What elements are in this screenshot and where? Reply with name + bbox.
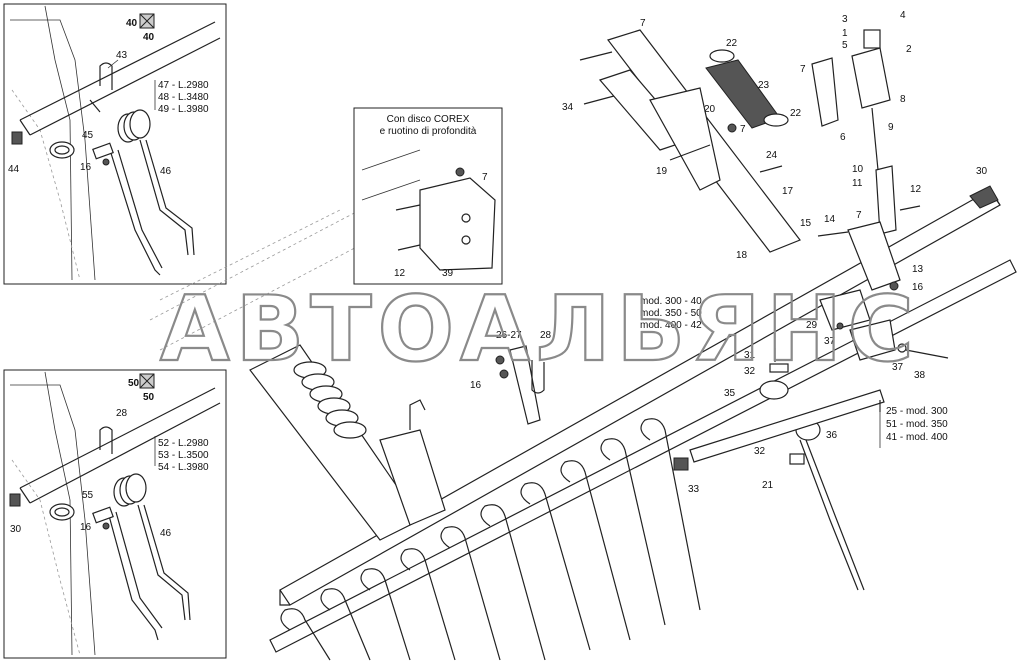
svg-text:40: 40 [126, 18, 138, 29]
callout-46: 46 [160, 528, 172, 539]
inset-box-corex: Con disco COREX e ruotino di profondità … [353, 107, 503, 285]
mod-list-item: 51 - mod. 350 [886, 419, 948, 430]
callout-32: 32 [754, 446, 766, 457]
callout-28: 28 [540, 330, 552, 341]
callout-9: 9 [888, 122, 894, 133]
callout-13: 13 [912, 264, 924, 275]
callout-22: 22 [790, 108, 802, 119]
badge-50: 50 50 [128, 373, 155, 403]
callout-4: 4 [900, 10, 906, 21]
inset-caption-line2: e ruotino di profondità [380, 126, 477, 137]
spring-cover [705, 49, 789, 129]
callout-17: 17 [782, 186, 794, 197]
callout-39: 39 [442, 268, 454, 279]
callout-7: 7 [640, 18, 646, 29]
callout-7: 7 [856, 210, 862, 221]
callout-29: 29 [806, 320, 818, 331]
svg-text:40: 40 [143, 32, 155, 43]
pin-assembly: 3 4 1 5 2 7 8 6 9 10 11 12 7 15 14 13 16… [800, 10, 999, 293]
callout-15: 15 [800, 218, 812, 229]
callout-2: 2 [906, 44, 912, 55]
spring-coil-bottom [113, 473, 147, 507]
callout-26-27: 26-27 [496, 330, 522, 341]
mod-list-right: 25 - mod. 300 51 - mod. 350 41 - mod. 40… [879, 404, 948, 448]
detail-panel-bottom: 50 50 28 52 - L.2980 53 - L.3500 54 - L.… [3, 369, 227, 659]
callout-38: 38 [914, 370, 926, 381]
spring-coil-top [117, 109, 151, 143]
arm-assembly: 7 22 23 22 20 7 34 19 24 17 18 [562, 18, 802, 261]
callout-12: 12 [910, 184, 922, 195]
callout-12: 12 [394, 268, 406, 279]
mod-list-item: mod. 400 - 42 [640, 320, 702, 331]
callout-20: 20 [704, 104, 716, 115]
callout-32: 32 [744, 366, 756, 377]
callout-33: 33 [688, 484, 700, 495]
callout-16: 16 [80, 162, 92, 173]
callout-35: 35 [724, 388, 736, 399]
callout-7: 7 [482, 172, 488, 183]
middle-right-parts: mod. 300 - 40 mod. 350 - 50 mod. 400 - 4… [640, 289, 948, 591]
length-item: 47 - L.2980 [158, 80, 209, 91]
mod-list-item: mod. 350 - 50 [640, 308, 702, 319]
badge-40: 40 40 [126, 13, 155, 43]
callout-43: 43 [116, 50, 128, 61]
callout-21: 21 [762, 480, 774, 491]
callout-30: 30 [10, 524, 22, 535]
inset-caption-line1: Con disco COREX [387, 114, 470, 125]
callout-55: 55 [82, 490, 94, 501]
callout-8: 8 [900, 94, 906, 105]
callout-30: 30 [976, 166, 988, 177]
length-item: 48 - L.3480 [158, 92, 209, 103]
callout-11: 11 [852, 178, 863, 189]
callout-34: 34 [562, 102, 574, 113]
callout-3: 3 [842, 14, 848, 25]
mod-list-item: mod. 300 - 40 [640, 296, 702, 307]
length-item: 53 - L.3500 [158, 450, 209, 461]
callout-19: 19 [656, 166, 668, 177]
detail-panel-top: 40 40 43 47 - L.2980 48 - L.3480 49 - L.… [3, 3, 227, 285]
callout-7: 7 [800, 64, 806, 75]
callout-44: 44 [8, 164, 20, 175]
callout-23: 23 [758, 80, 770, 91]
callout-36: 36 [826, 430, 838, 441]
callout-28: 28 [116, 408, 128, 419]
callout-46: 46 [160, 166, 172, 177]
callout-18: 18 [736, 250, 748, 261]
length-item: 49 - L.3980 [158, 104, 209, 115]
watermark: АВТОАЛЬЯНС [160, 277, 920, 382]
mod-list-item: 25 - mod. 300 [886, 406, 948, 417]
length-list-top: 47 - L.2980 48 - L.3480 49 - L.3980 [154, 80, 209, 115]
callout-16: 16 [912, 282, 924, 293]
callout-22: 22 [726, 38, 738, 49]
spring-assembly [249, 344, 446, 541]
tine-row [280, 418, 701, 661]
length-item: 52 - L.2980 [158, 438, 209, 449]
svg-text:50: 50 [128, 378, 140, 389]
hanger-bracket: 26-27 28 16 [470, 330, 552, 425]
callout-31: 31 [744, 350, 756, 361]
svg-text:50: 50 [143, 392, 155, 403]
callout-24: 24 [766, 150, 778, 161]
callout-37: 37 [824, 336, 836, 347]
mod-list-item: 41 - mod. 400 [886, 432, 948, 443]
callout-7: 7 [740, 124, 746, 135]
callout-37: 37 [892, 362, 904, 373]
callout-16: 16 [80, 522, 92, 533]
callout-45: 45 [82, 130, 94, 141]
length-list-bottom: 52 - L.2980 53 - L.3500 54 - L.3980 [154, 436, 209, 473]
callout-6: 6 [840, 132, 846, 143]
callout-5: 5 [842, 40, 848, 51]
callout-1: 1 [842, 28, 848, 39]
callout-16: 16 [470, 380, 482, 391]
callout-14: 14 [824, 214, 836, 225]
length-item: 54 - L.3980 [158, 462, 209, 473]
callout-10: 10 [852, 164, 864, 175]
